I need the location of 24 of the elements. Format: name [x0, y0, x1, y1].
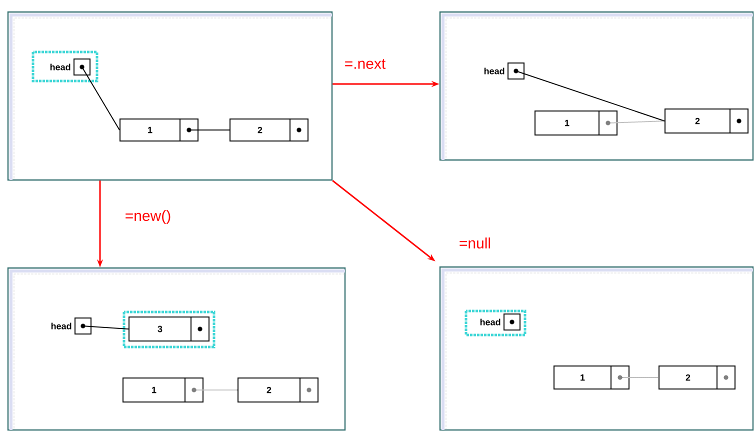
window-panel	[439, 11, 754, 161]
node-label: head	[50, 64, 70, 70]
edge-label: =null	[458, 236, 492, 250]
pointer-box: head	[484, 62, 524, 80]
node-label: head	[484, 68, 504, 74]
window-panel	[7, 267, 346, 431]
edge-label: =new()	[124, 209, 172, 225]
window-panel	[7, 11, 333, 181]
list-node: 2	[658, 366, 736, 390]
window-panel	[439, 266, 754, 431]
node-label: head	[51, 322, 72, 330]
pointer-box: head	[50, 58, 90, 76]
list-node: 2	[664, 108, 748, 134]
list-node: 2	[230, 118, 308, 142]
node-label: head	[480, 318, 500, 326]
list-node: 1	[554, 366, 630, 390]
list-node: 1	[122, 378, 204, 402]
list-node: 2	[238, 378, 318, 402]
pointer-box: head	[51, 318, 92, 334]
list-node: 3	[128, 316, 210, 342]
list-node: 1	[534, 110, 618, 136]
edge-label: =.next	[343, 58, 387, 70]
pointer-box: head	[480, 314, 520, 330]
list-node: 1	[120, 118, 198, 142]
